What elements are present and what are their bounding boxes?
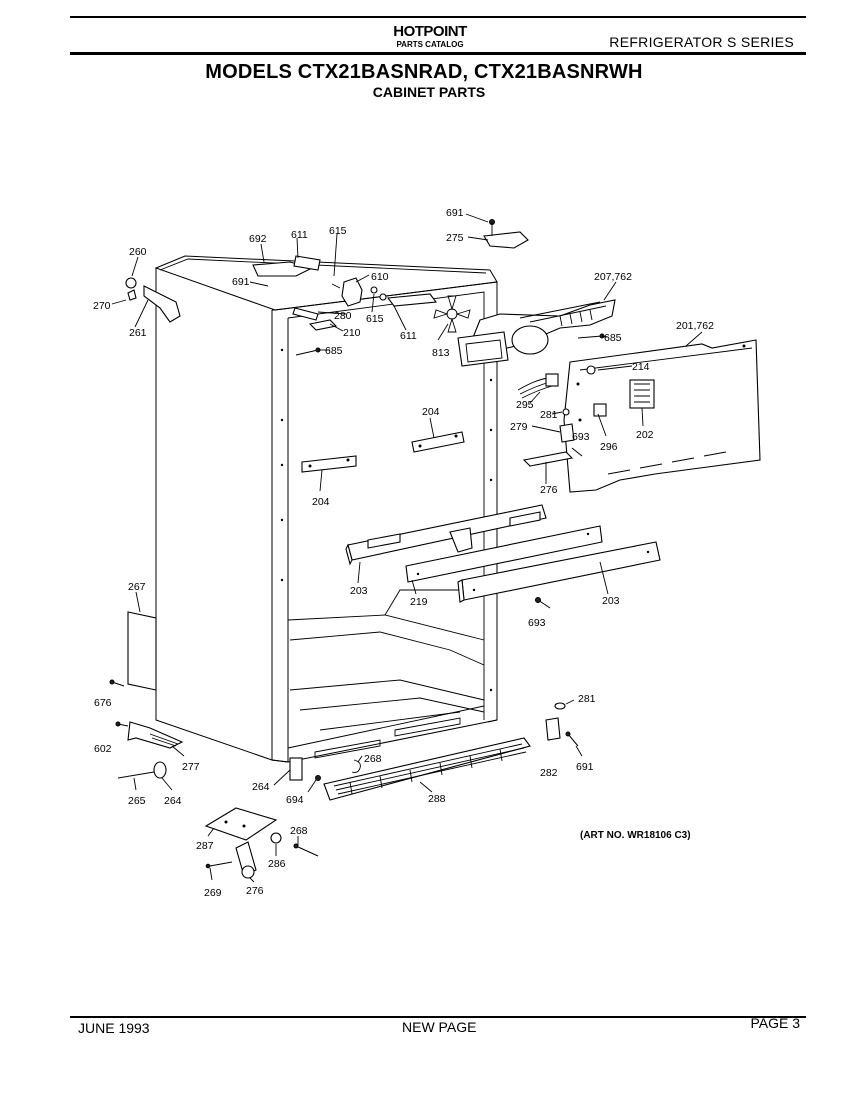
callout-611-b: 611 [400, 330, 417, 342]
callout-203-l: 203 [350, 585, 368, 597]
fan-assembly [457, 299, 616, 367]
callout-610: 610 [371, 271, 389, 283]
callout-685-a: 685 [325, 345, 343, 357]
callout-615: 615 [329, 225, 347, 237]
callout-203-r: 203 [602, 595, 620, 607]
callout-260: 260 [129, 246, 147, 258]
callout-201-762: 201,762 [676, 320, 714, 332]
callout-288: 288 [428, 793, 446, 805]
callout-286: 286 [268, 858, 286, 870]
callout-265: 265 [128, 795, 146, 807]
callout-691-low: 691 [576, 761, 594, 773]
callout-281-mid: 281 [540, 409, 558, 421]
cabinet-shell [154, 255, 498, 763]
callout-labels: 691 275 207,762 260 692 611 615 610 691 … [93, 207, 714, 899]
top-hardware [125, 219, 529, 356]
callout-210: 210 [343, 327, 361, 339]
callout-693-mid: 693 [572, 431, 590, 443]
callout-685-b: 685 [604, 332, 622, 344]
callout-275: 275 [446, 232, 464, 244]
page-title: MODELS CTX21BASNRAD, CTX21BASNRWH [205, 61, 643, 83]
callout-279: 279 [510, 421, 528, 433]
footer-note: NEW PAGE [402, 1019, 477, 1035]
callout-692: 692 [249, 233, 267, 245]
leader-lines [111, 213, 703, 883]
top-border-line [70, 16, 806, 18]
header-rule [70, 52, 806, 55]
callout-813: 813 [432, 347, 450, 359]
callout-268-a: 268 [364, 753, 382, 765]
callout-261: 261 [129, 327, 147, 339]
callout-280: 280 [334, 310, 352, 322]
callout-277: 277 [182, 761, 200, 773]
callout-204-l: 204 [312, 496, 330, 508]
callout-691: 691 [446, 207, 464, 219]
callout-270: 270 [93, 300, 111, 312]
control-panel [517, 339, 761, 493]
footer-rule [70, 1016, 806, 1018]
rails [345, 504, 661, 609]
callout-615-b: 615 [366, 313, 384, 325]
callout-691-mid: 691 [232, 276, 250, 288]
lower-parts [109, 611, 579, 879]
footer-page-number: PAGE 3 [750, 1015, 800, 1031]
callout-269: 269 [204, 887, 222, 899]
callout-611: 611 [291, 229, 308, 241]
callout-296: 296 [600, 441, 618, 453]
callout-202: 202 [636, 429, 654, 441]
callout-214: 214 [632, 361, 650, 373]
brand-subtitle: PARTS CATALOG [396, 40, 464, 49]
callout-694: 694 [286, 794, 304, 806]
callout-219: 219 [410, 596, 428, 608]
callout-268-b: 268 [290, 825, 308, 837]
callout-204-r: 204 [422, 406, 440, 418]
footer-date: JUNE 1993 [78, 1020, 150, 1036]
brackets-204 [301, 431, 465, 473]
art-number: (ART NO. WR18106 C3) [580, 830, 691, 841]
callout-676: 676 [94, 697, 112, 709]
callout-264-b: 264 [252, 781, 270, 793]
callout-267: 267 [128, 581, 146, 593]
callout-295: 295 [516, 399, 534, 411]
section-title: CABINET PARTS [372, 84, 486, 100]
brand-logo: HOTPOINT [393, 23, 467, 40]
callout-287: 287 [196, 840, 214, 852]
callout-276-mid: 276 [540, 484, 558, 496]
callout-693-low: 693 [528, 617, 546, 629]
callout-207-762: 207,762 [594, 271, 632, 283]
callout-281-low: 281 [578, 693, 596, 705]
callout-276-low: 276 [246, 885, 264, 897]
series-label: REFRIGERATOR S SERIES [609, 34, 794, 50]
callout-282: 282 [540, 767, 558, 779]
callout-602: 602 [94, 743, 112, 755]
callout-264-a: 264 [164, 795, 182, 807]
